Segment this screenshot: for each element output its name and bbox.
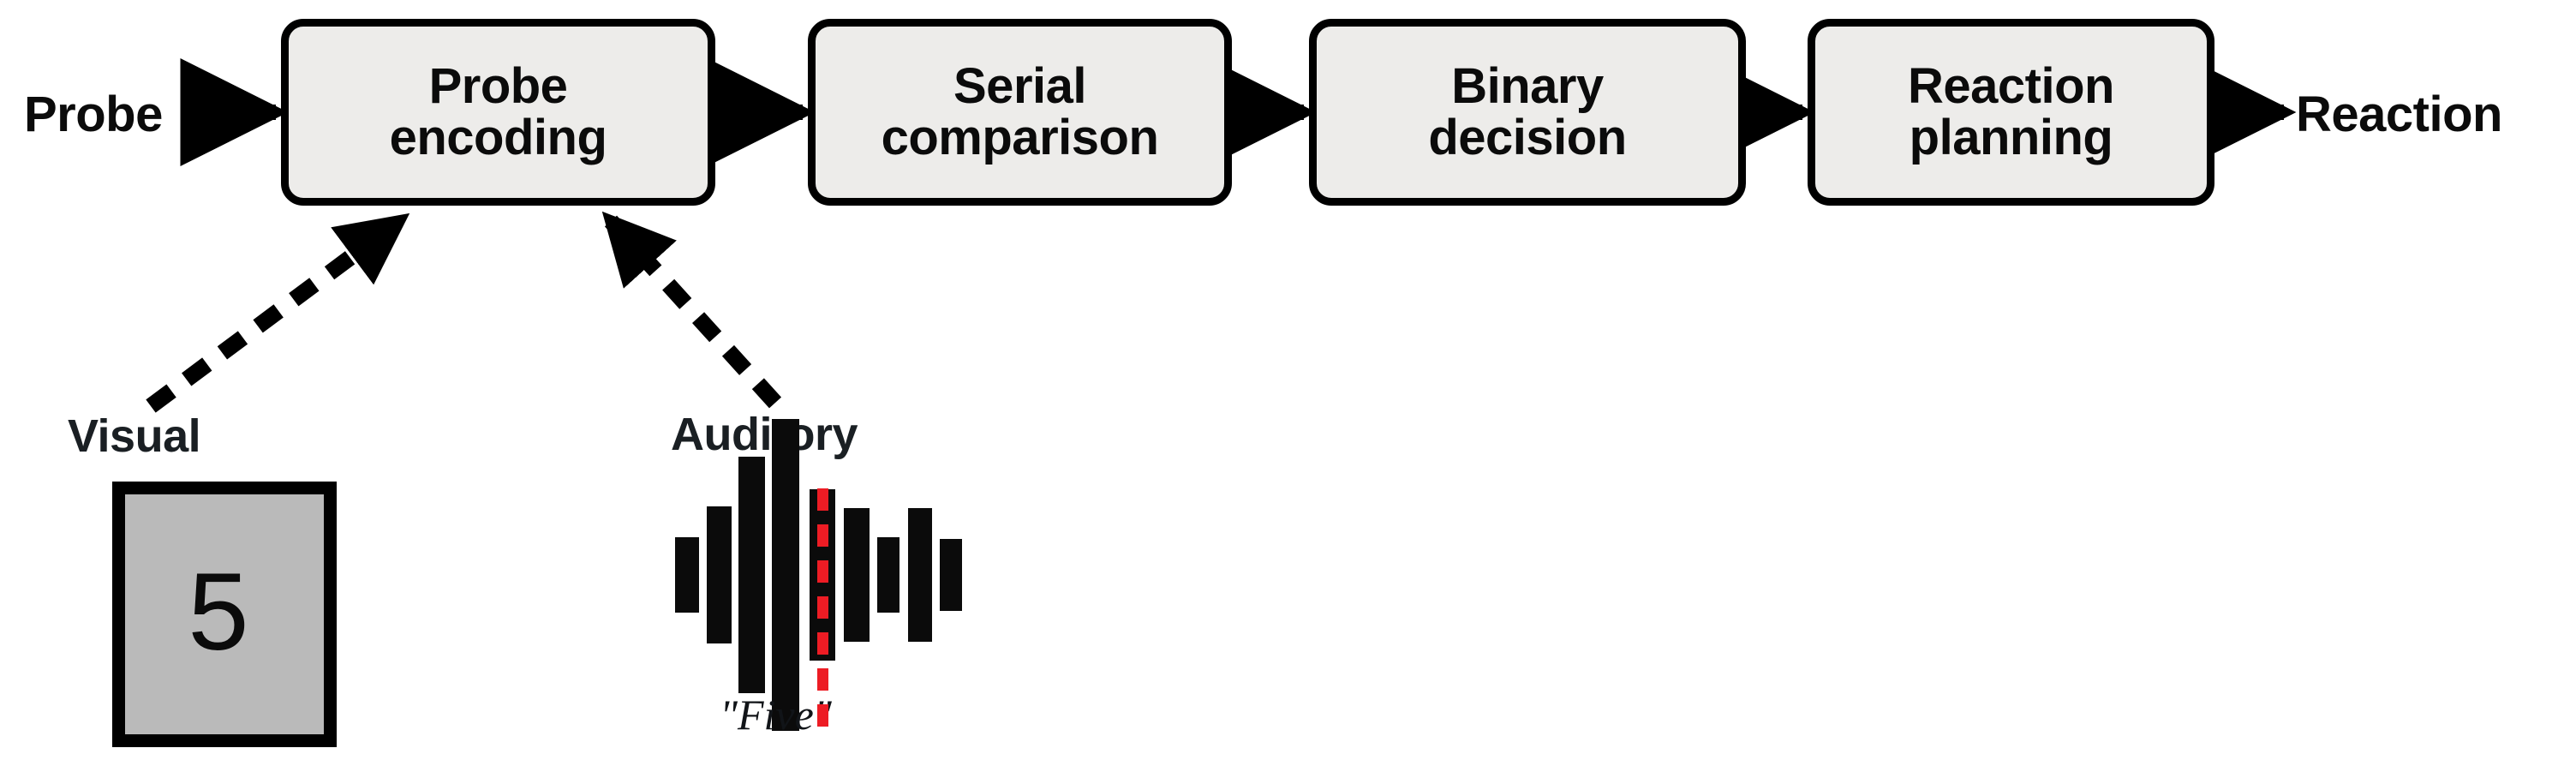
waveform-bar: [675, 537, 699, 613]
waveform-time-marker: [816, 488, 828, 742]
waveform-bar: [738, 457, 765, 693]
output-label-reaction: Reaction: [2296, 87, 2502, 142]
waveform-bar: [706, 506, 732, 643]
stage-box-probe-encoding[interactable]: Probe encoding: [281, 19, 715, 206]
waveform-bar: [940, 539, 962, 611]
waveform-bar: [772, 419, 799, 731]
marker-dash-segment: [816, 704, 828, 727]
visual-stimulus-digit: 5: [188, 551, 249, 673]
marker-dash-segment: [816, 488, 828, 511]
visual-stimulus-card[interactable]: 5: [112, 482, 337, 747]
stage-box-reaction-planning[interactable]: Reaction planning: [1808, 19, 2214, 206]
marker-dash-segment: [816, 596, 828, 619]
marker-dash-segment: [816, 632, 828, 655]
input-label-probe: Probe: [24, 87, 163, 142]
stage-box-binary-decision[interactable]: Binary decision: [1309, 19, 1746, 206]
waveform-bar: [844, 508, 870, 642]
marker-dash-segment: [816, 668, 828, 691]
marker-dash-segment: [816, 524, 828, 547]
waveform-bar: [908, 508, 932, 642]
waveform-bar: [877, 537, 900, 613]
stage-label-reaction-planning: Reaction planning: [1908, 57, 2114, 165]
stage-label-probe-encoding: Probe encoding: [389, 57, 607, 165]
modality-label-auditory: Auditory: [671, 409, 858, 460]
stage-label-binary-decision: Binary decision: [1428, 57, 1627, 165]
marker-dash-segment: [816, 560, 828, 583]
modality-label-visual: Visual: [68, 410, 201, 462]
spoken-word-label: "Five": [720, 691, 832, 739]
stage-label-serial-comparison: Serial comparison: [881, 57, 1159, 165]
stage-box-serial-comparison[interactable]: Serial comparison: [808, 19, 1232, 206]
